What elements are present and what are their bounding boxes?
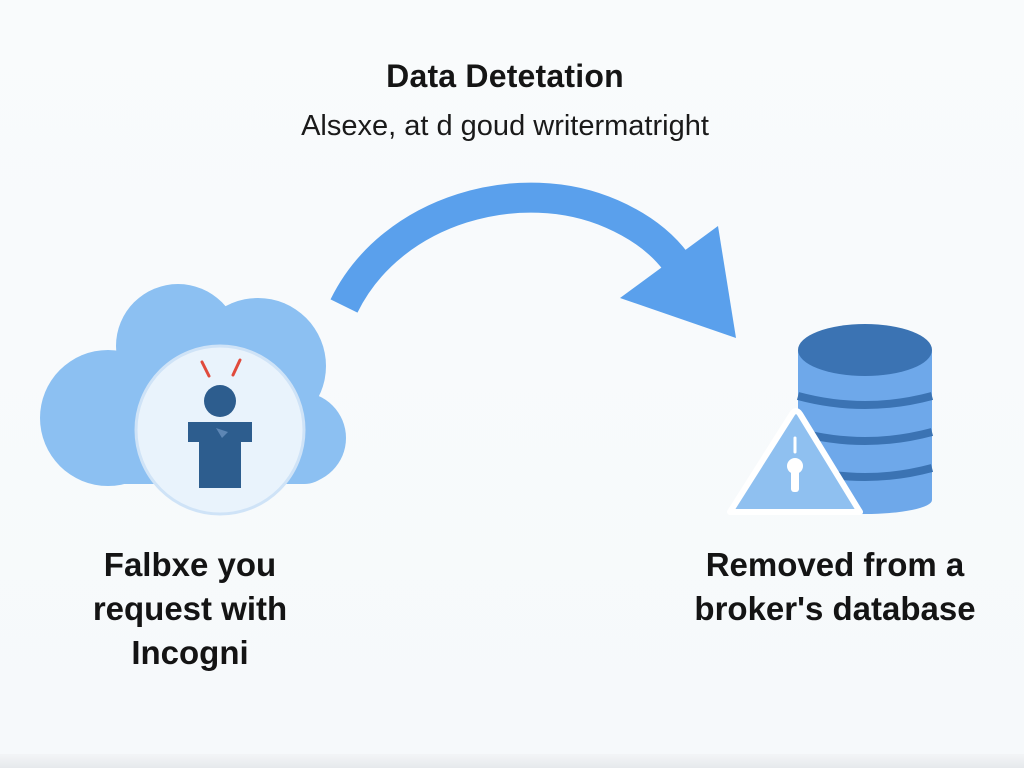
keyhole-icon: [787, 436, 803, 492]
left-caption-line: Falbxe you: [103, 546, 277, 583]
person-icon: [188, 385, 252, 488]
left-caption-line: request with: [92, 590, 288, 627]
left-caption: Falbxe you request with Incogni: [60, 543, 320, 675]
person-badge: [134, 344, 306, 516]
left-caption-line: Incogni: [131, 634, 249, 671]
diagram-subtitle: Alsexe, at d goud writermatright: [301, 110, 709, 142]
frame-bottom-edge: [0, 754, 1024, 768]
warning-icon: [727, 408, 863, 515]
right-caption: Removed from a broker's database: [660, 543, 1010, 631]
alert-marks-icon: [200, 358, 242, 378]
right-caption-line: Removed from a: [705, 546, 965, 583]
right-caption-line: broker's database: [694, 590, 976, 627]
diagram-title: Data Detetation: [386, 58, 624, 94]
curved-arrow-icon: [330, 182, 736, 338]
